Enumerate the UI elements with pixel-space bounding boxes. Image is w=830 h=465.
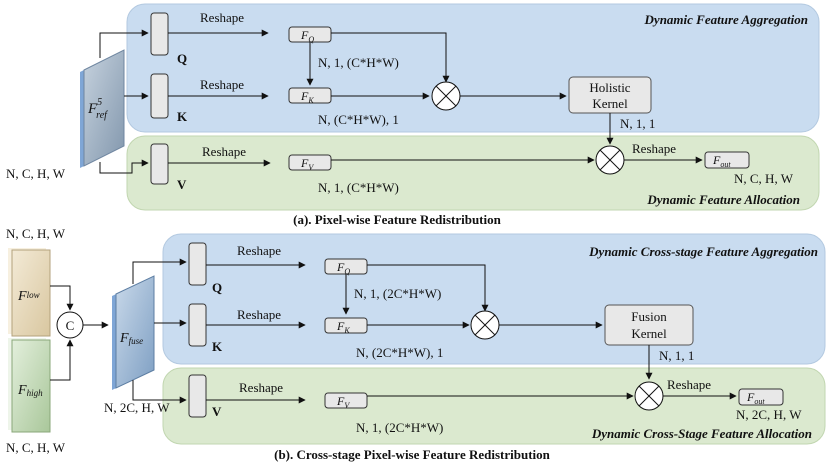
fv-box-a xyxy=(288,154,332,171)
kernel-line1-a: Holistic xyxy=(589,80,630,95)
high-dims: N, C, H, W xyxy=(6,440,66,455)
out-dims-b: N, 2C, H, W xyxy=(736,407,802,422)
fq-dims-a: N, 1, (C*H*W) xyxy=(318,55,399,70)
svg-text:FV: FV xyxy=(300,156,314,172)
aggregation-title-b: Dynamic Cross-stage Feature Aggregation xyxy=(588,244,818,259)
fv-dims-b: N, 1, (2C*H*W) xyxy=(356,420,443,435)
kernel-line2-a: Kernel xyxy=(592,96,628,111)
reshape-v-b: Reshape xyxy=(239,380,283,395)
k-box-b xyxy=(188,303,207,347)
fk-dims-a: N, (C*H*W), 1 xyxy=(318,112,399,127)
fq-dims-b: N, 1, (2C*H*W) xyxy=(354,286,441,301)
svg-text:Fout: Fout xyxy=(746,390,765,406)
q-box-a xyxy=(150,12,169,56)
fv-box-b xyxy=(324,392,368,409)
svg-text:FQ: FQ xyxy=(300,28,314,44)
kernel-line2-b: Kernel xyxy=(631,326,667,341)
fout-box-a xyxy=(704,151,750,169)
fv-dims-a: N, 1, (C*H*W) xyxy=(318,180,399,195)
reshape-k-a: Reshape xyxy=(200,77,244,92)
q-label-a: Q xyxy=(177,51,187,66)
k-box-a xyxy=(150,73,169,119)
k-label-a: K xyxy=(177,109,188,124)
panel-b: Dynamic Cross-stage Feature Aggregation … xyxy=(6,226,826,462)
reshape-q-a: Reshape xyxy=(200,10,244,25)
caption-b: (b). Cross-stage Pixel-wise Feature Redi… xyxy=(274,447,551,462)
v-label-b: V xyxy=(212,404,222,419)
kernel-line1-b: Fusion xyxy=(631,309,667,324)
matmul-circle-a xyxy=(431,81,461,111)
svg-text:FK: FK xyxy=(336,319,350,335)
kernel-dims-a: N, 1, 1 xyxy=(620,116,655,131)
out-dims-a: N, C, H, W xyxy=(734,171,794,186)
fk-dims-b: N, (2C*H*W), 1 xyxy=(356,345,443,360)
reshape-out-b: Reshape xyxy=(667,377,711,392)
svg-text:FK: FK xyxy=(300,89,314,105)
reshape-out-a: Reshape xyxy=(632,141,676,156)
reshape-v-a: Reshape xyxy=(202,144,246,159)
concat-label: C xyxy=(66,318,75,333)
matmul-circle-b2 xyxy=(634,381,664,411)
matmul-circle-a2 xyxy=(595,145,625,175)
kernel-dims-b: N, 1, 1 xyxy=(659,348,694,363)
v-box-a xyxy=(150,143,169,185)
aggregation-title-a: Dynamic Feature Aggregation xyxy=(644,12,808,27)
low-dims: N, C, H, W xyxy=(6,226,66,241)
svg-text:FQ: FQ xyxy=(336,260,350,276)
reshape-k-b: Reshape xyxy=(237,307,281,322)
q-label-b: Q xyxy=(212,280,222,295)
q-box-b xyxy=(188,242,207,286)
svg-text:FV: FV xyxy=(336,394,350,410)
fuse-feature-map: Ffuse xyxy=(112,275,155,390)
v-box-b xyxy=(188,374,207,418)
allocation-title-a: Dynamic Feature Allocation xyxy=(646,192,800,207)
high-feature-map: Fhigh xyxy=(8,338,51,433)
panel-a: Dynamic Feature Aggregation Dynamic Feat… xyxy=(6,3,820,227)
input-dims-a: N, C, H, W xyxy=(6,166,66,181)
caption-a: (a). Pixel-wise Feature Redistribution xyxy=(293,212,501,227)
svg-text:Fout: Fout xyxy=(712,153,731,169)
low-feature-map: Flow xyxy=(8,248,51,337)
reshape-q-b: Reshape xyxy=(237,243,281,258)
svg-text:Flow: Flow xyxy=(17,289,40,304)
k-label-b: K xyxy=(212,339,223,354)
svg-text:Ffuse: Ffuse xyxy=(119,331,143,346)
v-label-a: V xyxy=(177,177,187,192)
matmul-circle-b xyxy=(470,310,500,340)
fuse-dims: N, 2C, H, W xyxy=(104,400,170,415)
svg-text:Fhigh: Fhigh xyxy=(17,383,43,398)
allocation-title-b: Dynamic Cross-Stage Feature Allocation xyxy=(591,426,812,441)
fout-box-b xyxy=(738,388,784,406)
